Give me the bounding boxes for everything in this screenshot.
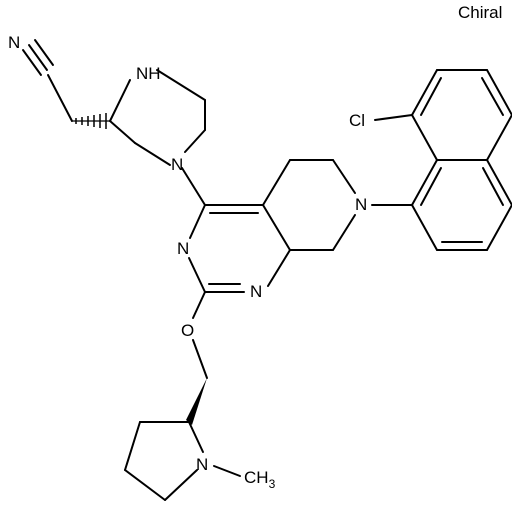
atom-n3-pyrimidine: N xyxy=(177,239,189,258)
atom-n-pyrrolidine: N xyxy=(196,455,208,474)
atom-n1-pyrimidine: N xyxy=(250,282,262,301)
bond-n-methyl xyxy=(213,465,241,477)
chiral-label: Chiral xyxy=(458,3,502,22)
methyl-ch: CH xyxy=(244,468,269,487)
methyl-subscript: 3 xyxy=(269,477,276,491)
piperazine-ring xyxy=(109,69,206,166)
stereo-hash-bond-1 xyxy=(71,113,111,129)
bond-pip-to-pyrimidine xyxy=(181,167,206,206)
atom-n-piperazine: N xyxy=(171,155,183,174)
pyrimidine-ring xyxy=(188,204,291,293)
atom-n-piperazine-h: NH xyxy=(136,64,161,83)
methyl-label: CH3 xyxy=(244,468,276,491)
pyrrolidine-ring xyxy=(124,421,204,501)
tetrahydropyridine-ring xyxy=(262,159,356,251)
atom-n-piperazine-nh-h: H xyxy=(148,64,160,83)
ether-linkage xyxy=(192,291,208,379)
stereo-wedge-bond-2 xyxy=(186,378,207,425)
atom-cl: Cl xyxy=(349,111,365,130)
bond-chloro xyxy=(374,114,413,121)
atom-n-tetrahydropyridine: N xyxy=(355,195,367,214)
naphthalene-rings xyxy=(411,69,512,251)
atom-n-piperazine-nh-n: N xyxy=(136,64,148,83)
nitrile-group xyxy=(22,39,73,122)
atom-n-nitrile: N xyxy=(8,33,20,52)
atom-o-ether: O xyxy=(181,321,194,340)
